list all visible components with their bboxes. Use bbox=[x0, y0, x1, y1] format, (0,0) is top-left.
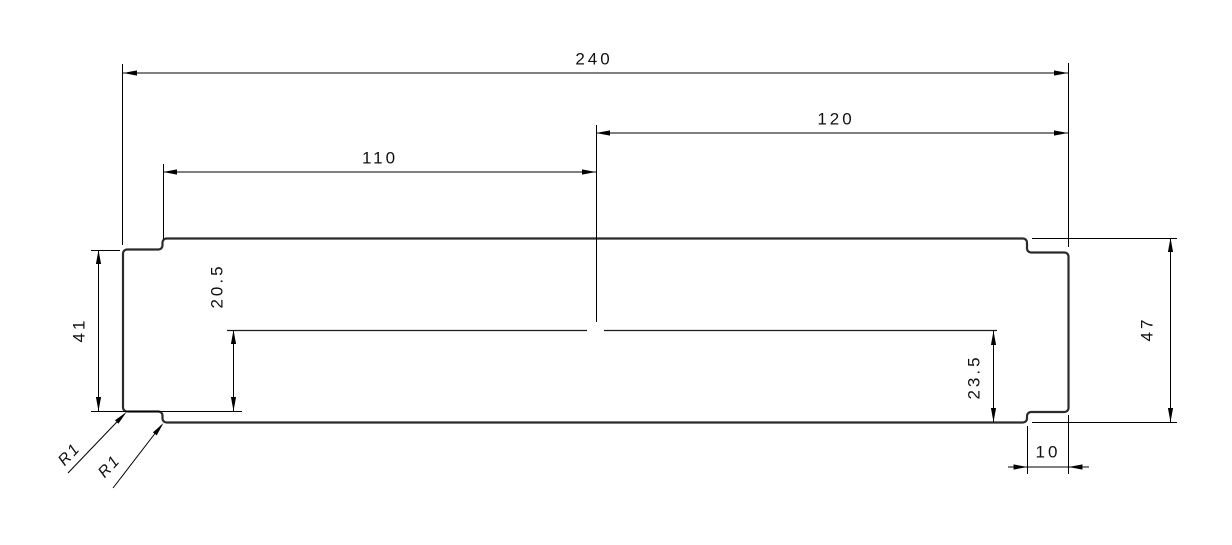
dimension-lines bbox=[98, 72, 1171, 468]
dim-10-label: 10 bbox=[1035, 442, 1061, 462]
dim-20-5-label: 20.5 bbox=[207, 263, 227, 309]
dim-120-label: 120 bbox=[817, 109, 855, 129]
dim-240-label: 240 bbox=[575, 49, 613, 69]
arrowheads bbox=[95, 70, 1174, 470]
extension-lines bbox=[91, 63, 1177, 474]
dim-23-5-label: 23.5 bbox=[964, 354, 984, 400]
dim-41-label: 41 bbox=[69, 317, 89, 343]
radius-leader-lines bbox=[67, 413, 162, 489]
part-outline bbox=[121, 237, 1070, 424]
dim-47-label: 47 bbox=[1137, 316, 1157, 342]
dim-110-label: 110 bbox=[361, 148, 399, 168]
